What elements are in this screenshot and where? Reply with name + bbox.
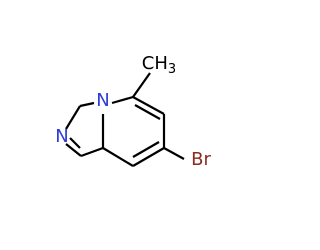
bond-c5-c6-inner — [134, 104, 161, 120]
bond-c5-c6 — [132, 96, 165, 115]
bond-n2-c3 — [65, 105, 81, 130]
bond-lines — [65, 72, 185, 167]
bromine-label: Br — [191, 149, 211, 170]
imine-nitrogen-label: N — [55, 126, 68, 147]
bond-c7-br — [163, 147, 185, 160]
bond-c1-n2 — [65, 143, 82, 157]
bridgehead-nitrogen-label: N — [96, 90, 109, 111]
molecule-drawing: CH3 N N Br — [55, 53, 211, 170]
bond-n4-c5 — [111, 95, 134, 105]
bond-c8a-c1 — [80, 146, 104, 158]
methyl-label: CH3 — [142, 53, 176, 77]
bond-c8-c8a — [102, 147, 134, 167]
atom-labels: CH3 N N Br — [55, 53, 211, 170]
bond-c7-c8 — [132, 147, 165, 167]
bond-c7-c8-inner — [132, 141, 160, 158]
structure-diagram: CH3 N N Br — [55, 53, 212, 170]
bond-c5-methyl — [132, 72, 151, 98]
bond-c1-n2-inner — [69, 137, 81, 149]
bond-c3-n4 — [79, 101, 95, 108]
